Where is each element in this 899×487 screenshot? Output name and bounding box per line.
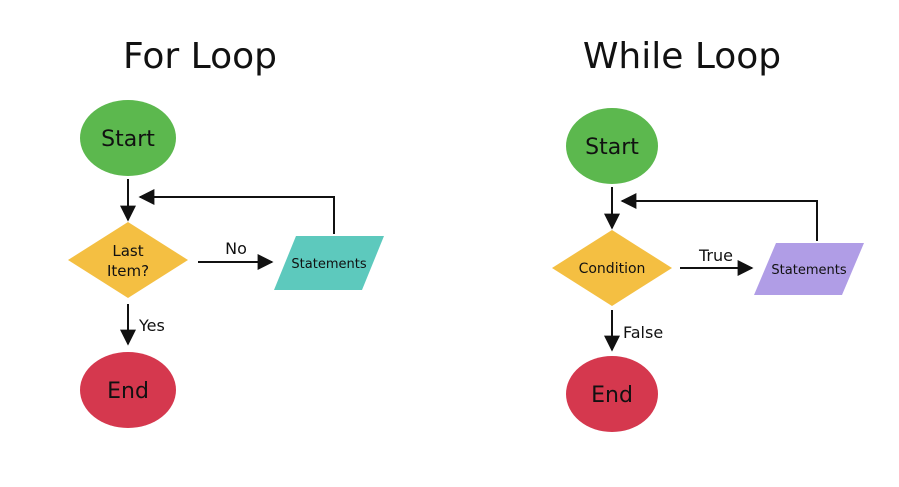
for-yes-label: Yes <box>138 316 165 335</box>
for-end-node <box>80 352 176 428</box>
for-statements-label: Statements <box>291 257 366 272</box>
while-end-label: End <box>591 383 633 408</box>
while-true-label: True <box>698 246 733 265</box>
while-arrow-loop-back <box>620 193 818 241</box>
for-decision-label-line1: Last <box>112 242 143 260</box>
while-end-node <box>566 356 658 432</box>
while-start-node <box>566 108 658 184</box>
for-decision-node <box>68 222 188 298</box>
for-arrow-loop-back <box>138 189 335 234</box>
for-start-label: Start <box>101 127 155 152</box>
while-statements-node <box>754 243 864 295</box>
while-decision-node <box>552 230 672 306</box>
for-decision-label-line2: Item? <box>107 262 149 280</box>
while-start-label: Start <box>585 135 639 160</box>
for-start-node <box>80 100 176 176</box>
for-loop-title: For Loop <box>123 36 277 77</box>
while-loop-diagram: While Loop Start Condition True Statemen… <box>552 36 864 432</box>
while-statements-label: Statements <box>771 263 846 278</box>
while-false-label: False <box>623 323 663 342</box>
for-statements-node <box>274 236 384 290</box>
for-end-label: End <box>107 379 149 404</box>
for-loop-diagram: For Loop Start Last Item? No Statements … <box>68 36 384 428</box>
for-no-label: No <box>225 239 247 258</box>
while-decision-label: Condition <box>579 261 646 277</box>
while-loop-title: While Loop <box>583 36 781 77</box>
